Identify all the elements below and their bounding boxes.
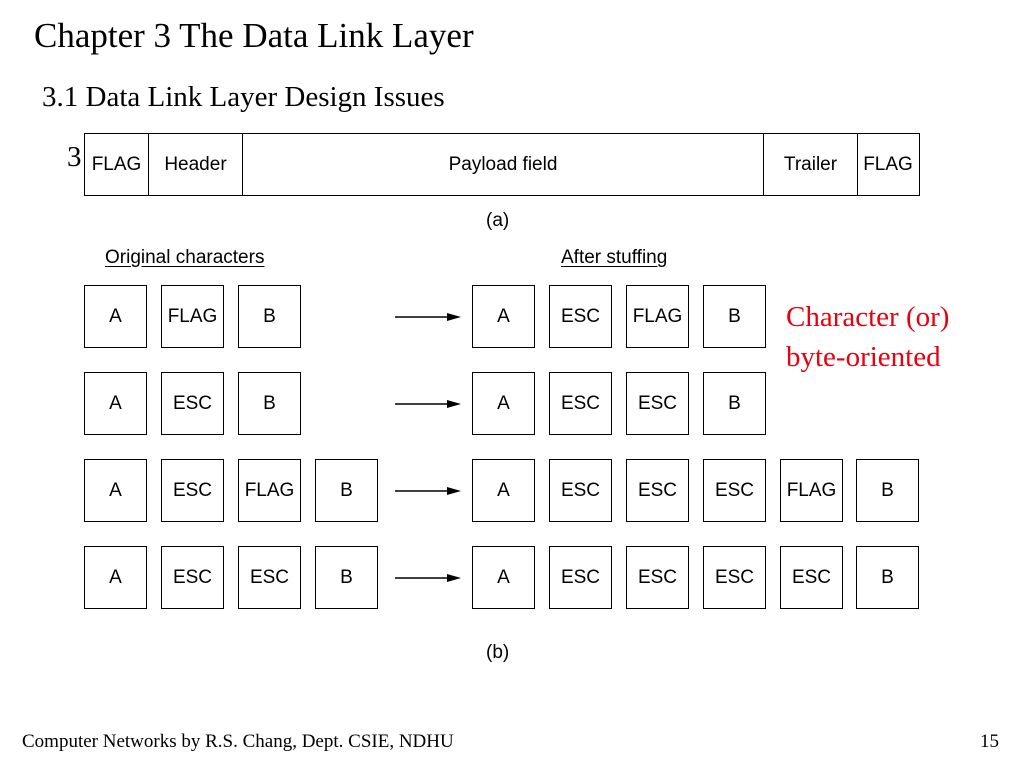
frame-cell-header: Header — [149, 134, 243, 195]
stuffed-byte-box: ESC — [626, 546, 689, 609]
stuffed-byte-box: A — [472, 546, 535, 609]
original-byte-box: ESC — [238, 546, 301, 609]
slide-subtitle: 3.1 Data Link Layer Design Issues — [42, 81, 445, 113]
original-byte-box: A — [84, 546, 147, 609]
stuffed-byte-box: ESC — [626, 459, 689, 522]
original-byte-box: FLAG — [161, 285, 224, 348]
original-byte-box: A — [84, 285, 147, 348]
after-stuffing-heading: After stuffing — [561, 247, 668, 268]
right-arrow-icon — [395, 487, 461, 495]
truncated-heading-number: 3 — [67, 141, 82, 173]
original-byte-box: FLAG — [238, 459, 301, 522]
stuffed-byte-box: ESC — [549, 285, 612, 348]
original-byte-box: B — [238, 372, 301, 435]
stuffed-byte-box: B — [703, 372, 766, 435]
stuffed-byte-box: ESC — [626, 372, 689, 435]
character-oriented-annotation: Character (or) byte-oriented — [786, 297, 949, 377]
original-byte-box: A — [84, 372, 147, 435]
annotation-line-2: byte-oriented — [786, 341, 941, 373]
frame-cell-trailer: Trailer — [764, 134, 858, 195]
original-byte-box: ESC — [161, 459, 224, 522]
stuffed-byte-box: A — [472, 459, 535, 522]
page-number: 15 — [980, 731, 999, 752]
stuffed-byte-box: ESC — [703, 546, 766, 609]
stuffed-byte-box: ESC — [549, 459, 612, 522]
original-byte-box: B — [238, 285, 301, 348]
stuffed-byte-box: FLAG — [626, 285, 689, 348]
stuffed-byte-box: B — [856, 459, 919, 522]
original-byte-box: ESC — [161, 546, 224, 609]
original-byte-box: B — [315, 546, 378, 609]
stuffed-byte-box: ESC — [780, 546, 843, 609]
frame-cell-flag-start: FLAG — [85, 134, 149, 195]
right-arrow-icon — [395, 574, 461, 582]
caption-b: (b) — [486, 642, 510, 663]
slide-title: Chapter 3 The Data Link Layer — [34, 16, 474, 55]
original-characters-heading: Original characters — [105, 247, 265, 268]
stuffed-byte-box: A — [472, 285, 535, 348]
frame-format-diagram: FLAG Header Payload field Trailer FLAG — [84, 133, 920, 196]
stuffed-byte-box: ESC — [703, 459, 766, 522]
stuffed-byte-box: ESC — [549, 372, 612, 435]
right-arrow-icon — [395, 400, 461, 408]
original-byte-box: A — [84, 459, 147, 522]
stuffed-byte-box: B — [856, 546, 919, 609]
frame-cell-flag-end: FLAG — [863, 153, 913, 175]
original-byte-box: B — [315, 459, 378, 522]
frame-cell-payload: Payload field — [243, 134, 764, 195]
stuffed-byte-box: FLAG — [780, 459, 843, 522]
annotation-line-1: Character (or) — [786, 301, 950, 333]
stuffed-byte-box: B — [703, 285, 766, 348]
original-byte-box: ESC — [161, 372, 224, 435]
stuffed-byte-box: A — [472, 372, 535, 435]
right-arrow-icon — [395, 313, 461, 321]
footer-credit: Computer Networks by R.S. Chang, Dept. C… — [22, 731, 454, 752]
stuffed-byte-box: ESC — [549, 546, 612, 609]
caption-a: (a) — [486, 210, 510, 231]
